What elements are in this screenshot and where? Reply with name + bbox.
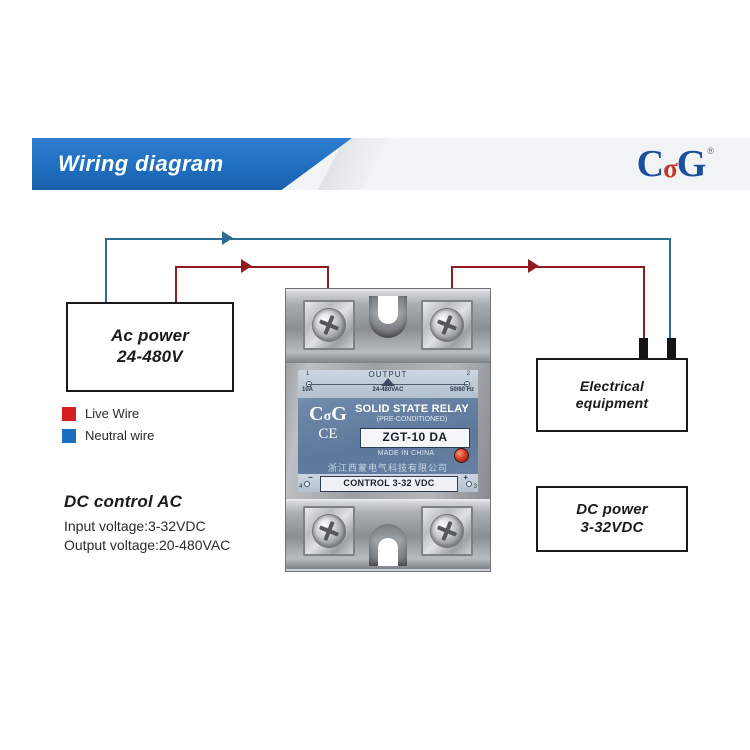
- relay-control-terminal-3-number: 3: [473, 484, 477, 490]
- dc-power-box: DC power 3-32VDC: [536, 486, 688, 552]
- relay-model-number: ZGT-10 DA: [360, 428, 470, 448]
- spec-output-voltage: Output voltage:20-480VAC: [64, 536, 231, 553]
- screw-head-icon: [434, 312, 460, 338]
- arrow-neutral-icon: [222, 231, 233, 245]
- relay-control-voltage: CONTROL 3-32 VDC: [320, 476, 458, 492]
- wire-live-segment-v-load: [643, 266, 645, 340]
- relay-logo-g: G: [331, 403, 347, 425]
- wire-live-segment-v-source: [175, 266, 177, 304]
- page-title: Wiring diagram: [58, 151, 224, 176]
- relay-product-title: SOLID STATE RELAY: [355, 403, 469, 415]
- specification-block: DC control AC Input voltage:3-32VDC Outp…: [64, 492, 294, 555]
- relay-control-plus-sign: +: [463, 473, 468, 482]
- relay-output-voltage: 24-480VAC: [372, 387, 404, 393]
- wire-live-segment-h-out: [451, 266, 643, 268]
- header-banner: Wiring diagram: [0, 138, 750, 190]
- wire-neutral-segment-v-right: [669, 238, 671, 340]
- legend-label-neutral-wire: Neutral wire: [85, 428, 155, 443]
- relay-control-terminal-4-dot: [304, 481, 310, 487]
- relay-made-in: MADE IN CHINA: [377, 450, 435, 457]
- ac-power-box: Ac power 24-480V: [66, 302, 234, 392]
- relay-output-terminal-1-number: 1: [306, 371, 310, 377]
- wire-legend: Live Wire Neutral wire: [62, 404, 154, 448]
- registered-trademark-icon: ®: [707, 146, 714, 156]
- legend-swatch-live-wire: [62, 406, 76, 421]
- ac-power-line-1: Ac power: [110, 326, 190, 346]
- spec-input-voltage: Input voltage:3-32VDC: [64, 518, 206, 534]
- relay-mounting-slot-top: [369, 296, 407, 338]
- relay-product-subtitle: (PRE-CONDITIONED): [376, 416, 448, 423]
- electrical-equipment-box: Electrical equipment: [536, 358, 688, 432]
- relay-terminal-2: [421, 300, 473, 350]
- logo-letter-o: σ: [663, 152, 678, 183]
- relay-label-main: CσG CE SOLID STATE RELAY (PRE-CONDITIONE…: [298, 398, 478, 492]
- wire-live-segment-v-relay-out: [451, 266, 453, 300]
- equipment-prong-left: [639, 338, 648, 360]
- relay-terminal-4: [421, 506, 473, 556]
- relay-output-word: OUTPUT: [368, 370, 408, 379]
- logo-letter-g: G: [676, 143, 707, 185]
- relay-output-section: 1 2 OUTPUT 24-480VAC 10A 50/60 Hz: [298, 370, 478, 398]
- wire-live-segment-v-relay-in: [327, 266, 329, 300]
- relay-control-terminal-4-number: 4: [299, 484, 303, 490]
- legend-swatch-neutral-wire: [62, 428, 76, 443]
- relay-terminal-3: [303, 506, 355, 556]
- relay-logo-c: C: [309, 403, 324, 425]
- legend-item-live-wire: Live Wire: [62, 404, 154, 423]
- brand-logo: C σ G ®: [637, 142, 714, 186]
- ac-power-line-2: 24-480V: [117, 347, 183, 366]
- electrical-equipment-line-1: Electrical: [579, 377, 645, 394]
- relay-control-section: − + 4 3 CONTROL 3-32 VDC: [298, 473, 478, 492]
- relay-control-minus-sign: −: [308, 473, 313, 482]
- screw-head-icon: [434, 518, 460, 544]
- relay-manufacturer-chinese: 浙江西蒙电气科技有限公司: [327, 463, 448, 473]
- dc-power-line-2: 3-32VDC: [580, 519, 644, 536]
- legend-label-live-wire: Live Wire: [85, 406, 140, 421]
- legend-item-neutral-wire: Neutral wire: [62, 426, 154, 445]
- arrow-live-out-icon: [528, 259, 539, 273]
- relay-frequency-rating: 50/60 Hz: [449, 387, 474, 393]
- relay-current-rating: 10A: [302, 387, 314, 393]
- relay-nameplate-label: 1 2 OUTPUT 24-480VAC 10A 50/60 Hz CσG CE…: [298, 370, 478, 492]
- dc-power-line-1: DC power: [576, 500, 648, 518]
- wire-neutral-segment-h-top: [105, 238, 669, 240]
- relay-triac-symbol-icon: [381, 378, 395, 386]
- electrical-equipment-line-2: equipment: [575, 395, 649, 411]
- relay-output-terminal-2-number: 2: [466, 371, 470, 377]
- arrow-live-in-icon: [241, 259, 252, 273]
- relay-logo-o: σ: [323, 409, 332, 424]
- ce-mark-icon: CE: [318, 426, 338, 442]
- relay-control-terminal-3-dot: [466, 481, 472, 487]
- wire-neutral-segment-v-left: [105, 238, 107, 304]
- solid-state-relay-device: 1 2 OUTPUT 24-480VAC 10A 50/60 Hz CσG CE…: [285, 288, 491, 572]
- screw-head-icon: [316, 518, 342, 544]
- equipment-prong-right: [667, 338, 676, 360]
- relay-mounting-slot-bottom: [369, 524, 407, 566]
- relay-brand-logo: CσG: [304, 404, 352, 424]
- relay-terminal-1: [303, 300, 355, 350]
- spec-title: DC control AC: [64, 492, 183, 511]
- relay-led-indicator: [454, 448, 469, 463]
- logo-letter-c: C: [636, 143, 665, 185]
- screw-head-icon: [316, 312, 342, 338]
